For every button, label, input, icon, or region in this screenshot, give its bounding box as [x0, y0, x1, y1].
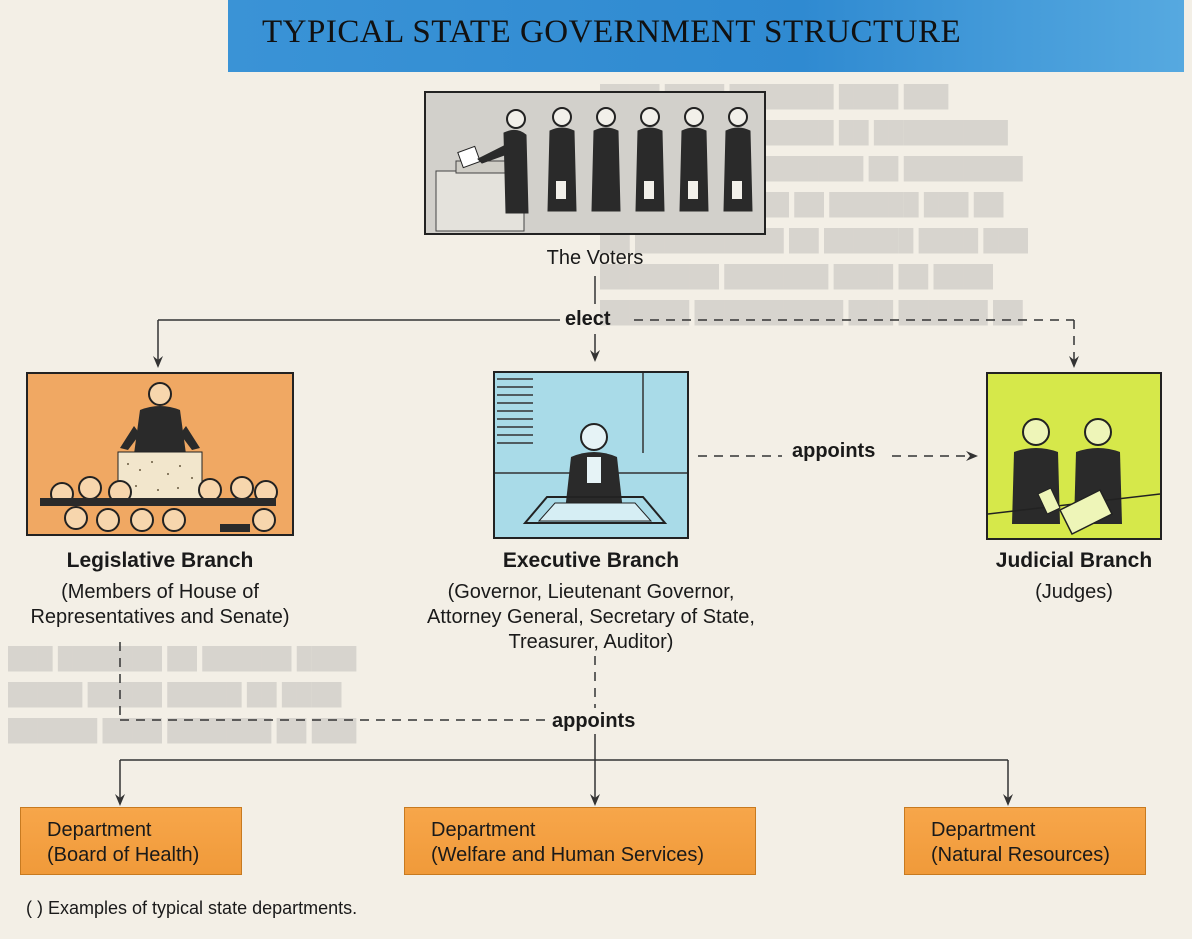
footnote: ( ) Examples of typical state department… [26, 898, 358, 918]
executive-branch-title: Executive Branch [502, 549, 680, 572]
department-detail: (Welfare and Human Services) [431, 844, 705, 866]
legislative-branch-line1: (Members of House of [61, 581, 259, 603]
department-label: Department [931, 819, 1036, 841]
title-bar [228, 0, 1184, 72]
executive-branch-line2: Attorney General, Secretary of State, [427, 606, 755, 628]
judicial-branch-title: Judicial Branch [995, 549, 1153, 572]
elect-label: elect [565, 308, 611, 330]
legislative-illustration [26, 372, 294, 536]
legislative-branch-title: Legislative Branch [66, 549, 254, 572]
judicial-branch-line1: (Judges) [1035, 581, 1113, 603]
executive-branch-line3: Treasurer, Auditor) [508, 631, 674, 653]
department-detail: (Board of Health) [47, 844, 200, 866]
diagram-title: TYPICAL STATE GOVERNMENT STRUCTURE [262, 14, 962, 50]
executive-illustration [493, 371, 689, 539]
appoints-judicial-label: appoints [792, 440, 876, 462]
executive-branch-line1: (Governor, Lieutenant Governor, [447, 581, 735, 603]
department-welfare: Department (Welfare and Human Services) [404, 807, 756, 875]
department-label: Department [47, 819, 152, 841]
voters-label: The Voters [546, 247, 644, 269]
department-natural-resources: Department (Natural Resources) [904, 807, 1146, 875]
voters-illustration [424, 91, 766, 235]
department-detail: (Natural Resources) [931, 844, 1110, 866]
department-label: Department [431, 819, 536, 841]
department-board-of-health: Department (Board of Health) [20, 807, 242, 875]
legislative-branch-line2: Representatives and Senate) [30, 606, 290, 628]
appoints-departments-label: appoints [552, 710, 636, 732]
judicial-illustration [986, 372, 1162, 540]
